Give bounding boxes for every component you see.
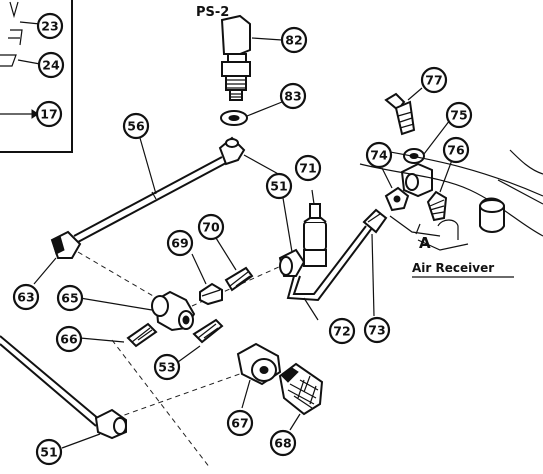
svg-text:51: 51: [40, 445, 57, 460]
svg-text:23: 23: [41, 19, 58, 34]
filter-68: [278, 362, 324, 431]
callout-70: 70: [197, 213, 225, 241]
section-a-pointer: [415, 223, 421, 235]
assembly-dashed-lines: [77, 251, 291, 469]
svg-text:69: 69: [171, 236, 188, 251]
callout-17: 17: [35, 100, 63, 128]
tee-fitting-65: [79, 290, 196, 332]
air-receiver-body: [359, 149, 543, 251]
callout-71: 71: [294, 154, 322, 182]
pipe-56: [73, 137, 227, 243]
callout-67: 67: [226, 409, 254, 437]
plug-76: [426, 159, 453, 222]
nipple-70: [215, 237, 254, 292]
washer-83: [220, 101, 283, 126]
svg-text:56: 56: [127, 119, 145, 134]
svg-text:53: 53: [158, 360, 175, 375]
callout-53: 53: [153, 353, 181, 381]
fitting-69: [191, 253, 223, 306]
pressure-switch-82: [220, 14, 283, 101]
svg-text:83: 83: [284, 89, 301, 104]
inset-detail-box: [0, 0, 73, 153]
plug-67: [236, 342, 282, 409]
svg-text:73: 73: [368, 323, 385, 338]
svg-text:75: 75: [450, 108, 467, 123]
unloader-valve-71: [303, 189, 327, 267]
svg-text:82: 82: [285, 33, 302, 48]
tee-75: [400, 119, 451, 198]
fitting-74: [381, 167, 410, 212]
callout-24: 24: [37, 51, 65, 79]
svg-text:70: 70: [202, 220, 220, 235]
elbow-51-middle: [278, 191, 306, 277]
svg-text:65: 65: [61, 291, 78, 306]
callout-74: 74: [365, 141, 393, 169]
callout-23: 23: [36, 12, 64, 40]
section-a-label: A: [419, 234, 431, 252]
gauge-valve-77: [384, 87, 423, 136]
svg-text:68: 68: [274, 436, 291, 451]
svg-text:17: 17: [40, 107, 57, 122]
nipple-53: [177, 318, 224, 363]
callout-51-middle: 51: [265, 172, 293, 200]
svg-text:66: 66: [60, 332, 78, 347]
svg-text:63: 63: [17, 290, 34, 305]
callout-66: 66: [55, 325, 83, 353]
tube-51-lower: [0, 335, 127, 449]
callout-72: 72: [328, 317, 356, 345]
callout-83: 83: [279, 82, 307, 110]
callout-77: 77: [420, 66, 448, 94]
svg-text:51: 51: [270, 179, 287, 194]
callout-76: 76: [442, 136, 470, 164]
svg-text:67: 67: [231, 416, 248, 431]
ps2-label: PS-2: [196, 5, 229, 20]
callout-73: 73: [363, 316, 391, 344]
callout-56: 56: [122, 112, 150, 140]
air-receiver-label: Air Receiver: [412, 261, 494, 275]
elbow-63: [33, 230, 82, 285]
callout-82: 82: [280, 26, 308, 54]
callout-75: 75: [445, 101, 473, 129]
callout-69: 69: [166, 229, 194, 257]
elbow-top: [218, 136, 283, 177]
svg-text:77: 77: [425, 73, 442, 88]
svg-text:74: 74: [370, 148, 388, 163]
nipple-66: [79, 322, 158, 348]
callout-51-lower: 51: [35, 438, 63, 466]
svg-text:72: 72: [333, 324, 350, 339]
svg-text:76: 76: [447, 143, 465, 158]
svg-text:71: 71: [299, 161, 316, 176]
callout-65: 65: [56, 284, 84, 312]
callout-68: 68: [269, 429, 297, 457]
tube-72: [286, 225, 373, 321]
callout-63: 63: [12, 283, 40, 311]
svg-text:24: 24: [42, 58, 60, 73]
fitting-73: [362, 208, 388, 317]
